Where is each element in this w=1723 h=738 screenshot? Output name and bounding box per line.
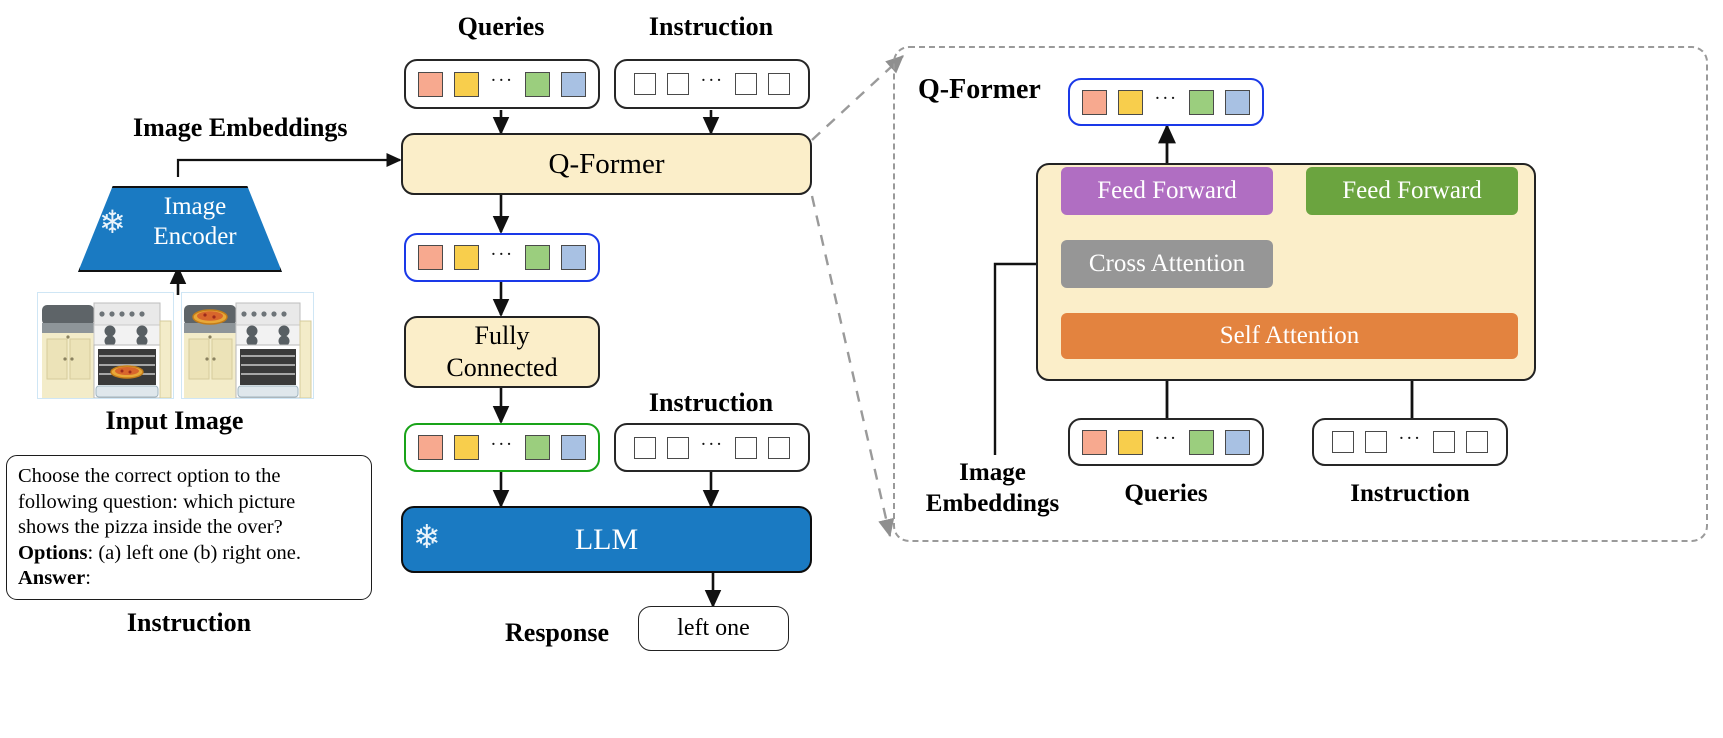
instruction-token xyxy=(1332,431,1355,453)
instruction-top-label: Instruction xyxy=(648,12,774,41)
token-ellipsis: ··· xyxy=(1154,88,1178,109)
token-ellipsis: ··· xyxy=(1154,428,1178,449)
query-token xyxy=(1082,89,1108,115)
instruction-token xyxy=(667,73,690,95)
query-token xyxy=(418,245,444,270)
instruction-token xyxy=(734,73,757,95)
query-token xyxy=(1118,429,1144,455)
instruction-token xyxy=(767,436,790,459)
self-attention-bar: Self Attention xyxy=(1061,313,1518,359)
qformer-block: Q-Former xyxy=(401,133,812,195)
instruction-answer-value: : xyxy=(85,567,91,590)
feed-forward-right-bar: Feed Forward xyxy=(1306,167,1518,215)
image-embeddings-label: Image Embeddings xyxy=(133,113,348,142)
instruction-token xyxy=(667,436,690,459)
instruction-card: Choose the correct option to the followi… xyxy=(6,455,372,600)
query-token xyxy=(1118,89,1144,115)
token-ellipsis: ··· xyxy=(490,433,514,455)
query-token xyxy=(524,435,550,460)
image-encoder-label: Image Encoder xyxy=(140,192,250,252)
qformer-queries-label: Queries xyxy=(1124,480,1208,507)
image-embeddings-line2: Embeddings xyxy=(925,490,1060,517)
image-encoder-snowflake-icon: ❄ xyxy=(99,204,126,240)
fully-connected-block: Fully Connected xyxy=(404,316,600,388)
query-token xyxy=(1188,429,1214,455)
input-photo-right xyxy=(181,292,314,399)
instruction-mid-label: Instruction xyxy=(648,388,774,417)
fully-connected-line1: Fully xyxy=(474,321,530,350)
qformer-output-token-strip: ··· xyxy=(404,233,600,282)
llm-block: LLM xyxy=(401,506,812,573)
query-token xyxy=(1224,429,1250,455)
instruction-top-token-strip: ··· xyxy=(614,59,810,109)
query-token xyxy=(418,435,444,460)
qformer-instruction-label: Instruction xyxy=(1350,480,1470,507)
token-ellipsis: ··· xyxy=(490,70,514,91)
token-ellipsis: ··· xyxy=(1398,428,1422,449)
instruction-token xyxy=(1365,431,1388,453)
query-token xyxy=(524,245,550,270)
queries-label: Queries xyxy=(457,12,545,41)
feed-forward-left-bar: Feed Forward xyxy=(1061,167,1273,215)
qformer-panel-title: Q-Former xyxy=(918,74,1041,105)
token-ellipsis: ··· xyxy=(700,433,724,455)
instruction-token xyxy=(634,436,657,459)
query-token xyxy=(454,245,480,270)
image-encoder-line2: Encoder xyxy=(153,223,237,250)
instruction-answer-key: Answer xyxy=(18,567,86,590)
instruction-token xyxy=(1465,431,1488,453)
instruction-line-2: following question: which picture xyxy=(18,490,296,513)
qformer-detail-panel xyxy=(893,46,1708,542)
image-encoder-block xyxy=(78,186,282,272)
response-label: Response xyxy=(505,618,610,647)
query-token xyxy=(560,245,586,270)
qformer-block-label: Q-Former xyxy=(548,147,665,180)
instruction-token xyxy=(767,73,790,95)
query-token xyxy=(560,71,586,97)
query-token xyxy=(418,71,444,97)
query-token xyxy=(1188,89,1214,115)
query-token xyxy=(1224,89,1250,115)
llm-block-label: LLM xyxy=(574,522,639,556)
queries-token-strip: ··· xyxy=(404,59,600,109)
query-token xyxy=(560,435,586,460)
query-token xyxy=(454,435,480,460)
response-box: left one xyxy=(638,606,789,651)
instruction-token xyxy=(734,436,757,459)
query-token xyxy=(454,71,480,97)
instruction-card-label: Instruction xyxy=(126,608,252,637)
qformer-image-embeddings-label: Image Embeddings xyxy=(905,457,1080,519)
image-encoder-line1: Image xyxy=(163,193,227,220)
instruction-token xyxy=(634,73,657,95)
input-photo-left xyxy=(37,292,174,399)
stove-illustration-left xyxy=(38,293,173,398)
llm-snowflake-icon: ❄ xyxy=(413,520,441,556)
qformer-instruction-tokens: ··· xyxy=(1312,418,1508,466)
qformer-output-tokens: ··· xyxy=(1068,78,1264,126)
instruction-line-1: Choose the correct option to the xyxy=(18,465,281,487)
instruction-answer-line: Answer: xyxy=(18,566,360,592)
token-ellipsis: ··· xyxy=(700,70,724,91)
input-image-label: Input Image xyxy=(105,406,244,435)
token-ellipsis: ··· xyxy=(490,243,514,265)
image-embeddings-line1: Image xyxy=(959,459,1026,486)
instruction-options-key: Options xyxy=(18,541,88,564)
instruction-options-line: Options: (a) left one (b) right one. xyxy=(18,541,360,567)
qformer-queries-tokens: ··· xyxy=(1068,418,1264,466)
response-value: left one xyxy=(677,615,750,641)
stove-illustration-right xyxy=(182,293,313,398)
instruction-token xyxy=(1432,431,1455,453)
query-token xyxy=(1082,429,1108,455)
instruction-line-3: shows the pizza inside the over? xyxy=(18,516,283,539)
fully-connected-line2: Connected xyxy=(446,353,558,382)
cross-attention-bar: Cross Attention xyxy=(1061,240,1273,288)
instruction-options-value: : (a) left one (b) right one. xyxy=(87,541,301,564)
llm-input-token-strip: ··· xyxy=(404,423,600,472)
query-token xyxy=(524,71,550,97)
instruction-mid-token-strip: ··· xyxy=(614,423,810,472)
